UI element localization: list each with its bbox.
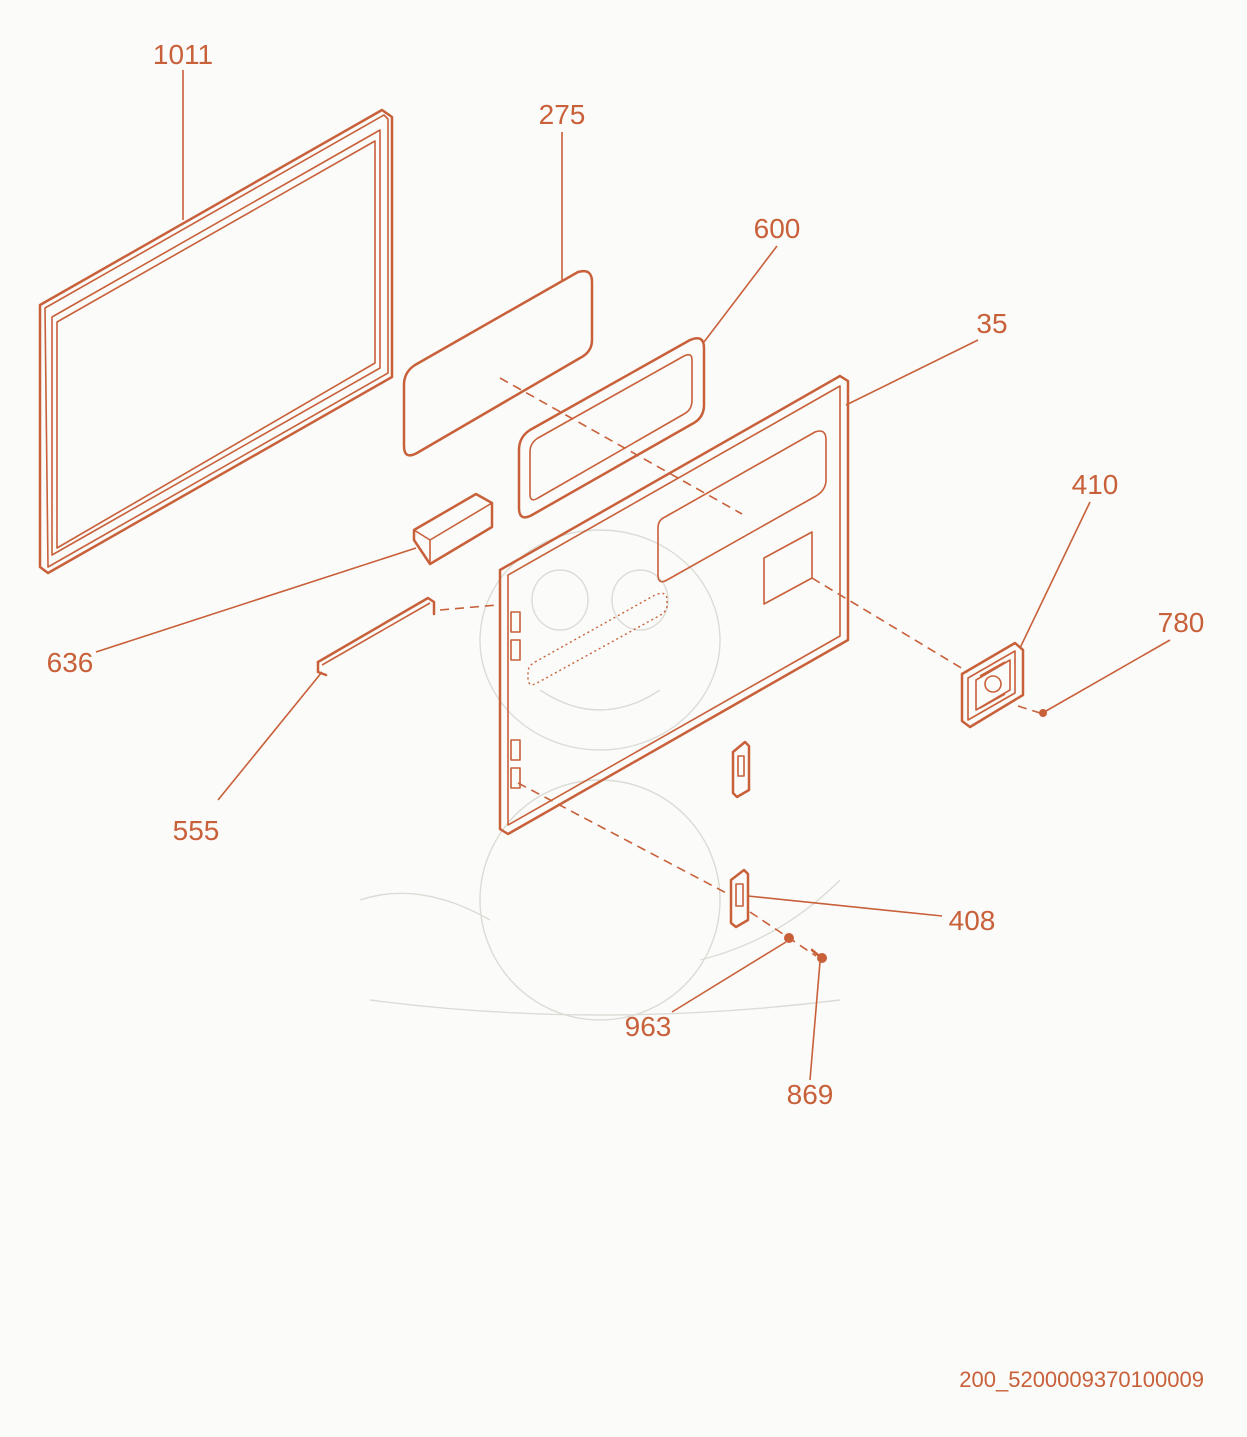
part-636-block bbox=[412, 492, 494, 566]
part-555-rod bbox=[316, 596, 436, 677]
label-869: 869 bbox=[787, 1079, 834, 1110]
drawing-code: 200_5200009370100009 bbox=[959, 1367, 1204, 1392]
label-275: 275 bbox=[539, 99, 586, 130]
part-410-hinge-plate bbox=[960, 641, 1025, 729]
label-408: 408 bbox=[949, 905, 996, 936]
part-1011-frame bbox=[38, 108, 394, 575]
part-408-hinge-upper bbox=[731, 740, 751, 799]
part-408-hinge-lower bbox=[729, 868, 750, 929]
label-555: 555 bbox=[173, 815, 220, 846]
label-963: 963 bbox=[625, 1011, 672, 1042]
part-600-gasket bbox=[517, 337, 706, 519]
part-275-pane bbox=[402, 269, 594, 457]
part-869-bolt bbox=[810, 948, 827, 963]
label-780: 780 bbox=[1158, 607, 1205, 638]
part-780-screw bbox=[1039, 709, 1047, 717]
label-1011: 1011 bbox=[153, 39, 213, 70]
assembly-lines bbox=[439, 377, 1041, 957]
label-35: 35 bbox=[976, 308, 1007, 339]
watermark-illustration bbox=[359, 529, 841, 1021]
label-600: 600 bbox=[754, 213, 801, 244]
label-636: 636 bbox=[47, 647, 94, 678]
label-410: 410 bbox=[1072, 469, 1119, 500]
part-labels: 1011 275 600 35 410 780 636 555 408 963 … bbox=[47, 39, 1205, 1110]
part-35-door-panel bbox=[498, 374, 850, 836]
leader-lines bbox=[95, 70, 1171, 1081]
